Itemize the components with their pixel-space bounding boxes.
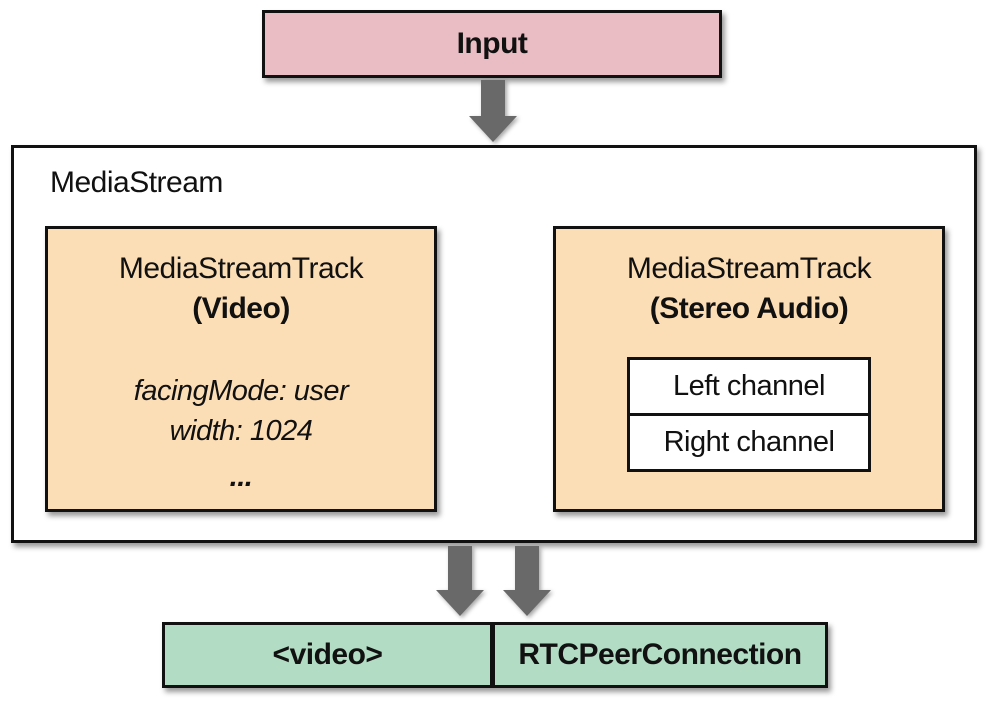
arrow-shaft bbox=[448, 546, 472, 590]
arrow-shaft bbox=[481, 80, 505, 116]
left-channel-label: Left channel bbox=[672, 370, 826, 402]
video-track-properties: facingMode: user width: 1024 ... bbox=[48, 371, 434, 497]
rtc-output-label: RTCPeerConnection bbox=[518, 638, 802, 671]
video-track-subtitle: (Video) bbox=[192, 292, 290, 325]
output-box: <video> RTCPeerConnection bbox=[162, 622, 828, 688]
audio-track-subtitle: (Stereo Audio) bbox=[649, 292, 849, 325]
video-output-cell: <video> bbox=[165, 625, 495, 685]
arrow-down-right-icon bbox=[503, 546, 551, 616]
video-track-prop-width: width: 1024 bbox=[169, 415, 313, 447]
video-track-prop-facing-mode: facingMode: user bbox=[133, 375, 349, 407]
arrow-down-left-icon bbox=[436, 546, 484, 616]
right-channel-label: Right channel bbox=[663, 426, 835, 458]
input-label: Input bbox=[456, 27, 528, 60]
video-track-head: MediaStreamTrack (Video) bbox=[48, 229, 434, 329]
arrow-head bbox=[503, 590, 551, 616]
arrow-head bbox=[436, 590, 484, 616]
video-output-label: <video> bbox=[272, 638, 383, 671]
mediastream-label: MediaStream bbox=[50, 166, 223, 199]
right-channel-cell: Right channel bbox=[630, 416, 868, 469]
arrow-down-icon bbox=[469, 80, 517, 142]
left-channel-cell: Left channel bbox=[630, 360, 868, 416]
input-box: Input bbox=[262, 10, 722, 78]
rtc-output-cell: RTCPeerConnection bbox=[495, 625, 825, 685]
arrow-head bbox=[469, 116, 517, 142]
channels-box: Left channel Right channel bbox=[627, 357, 871, 472]
audio-track-title: MediaStreamTrack bbox=[626, 252, 872, 285]
arrow-shaft bbox=[515, 546, 539, 590]
mediastream-box: MediaStream MediaStreamTrack (Video) fac… bbox=[11, 145, 977, 543]
audio-track-box: MediaStreamTrack (Stereo Audio) Left cha… bbox=[553, 226, 945, 512]
video-track-title: MediaStreamTrack bbox=[118, 252, 364, 285]
video-track-box: MediaStreamTrack (Video) facingMode: use… bbox=[45, 226, 437, 512]
audio-track-head: MediaStreamTrack (Stereo Audio) bbox=[556, 229, 942, 329]
video-track-prop-ellipsis: ... bbox=[229, 461, 253, 493]
